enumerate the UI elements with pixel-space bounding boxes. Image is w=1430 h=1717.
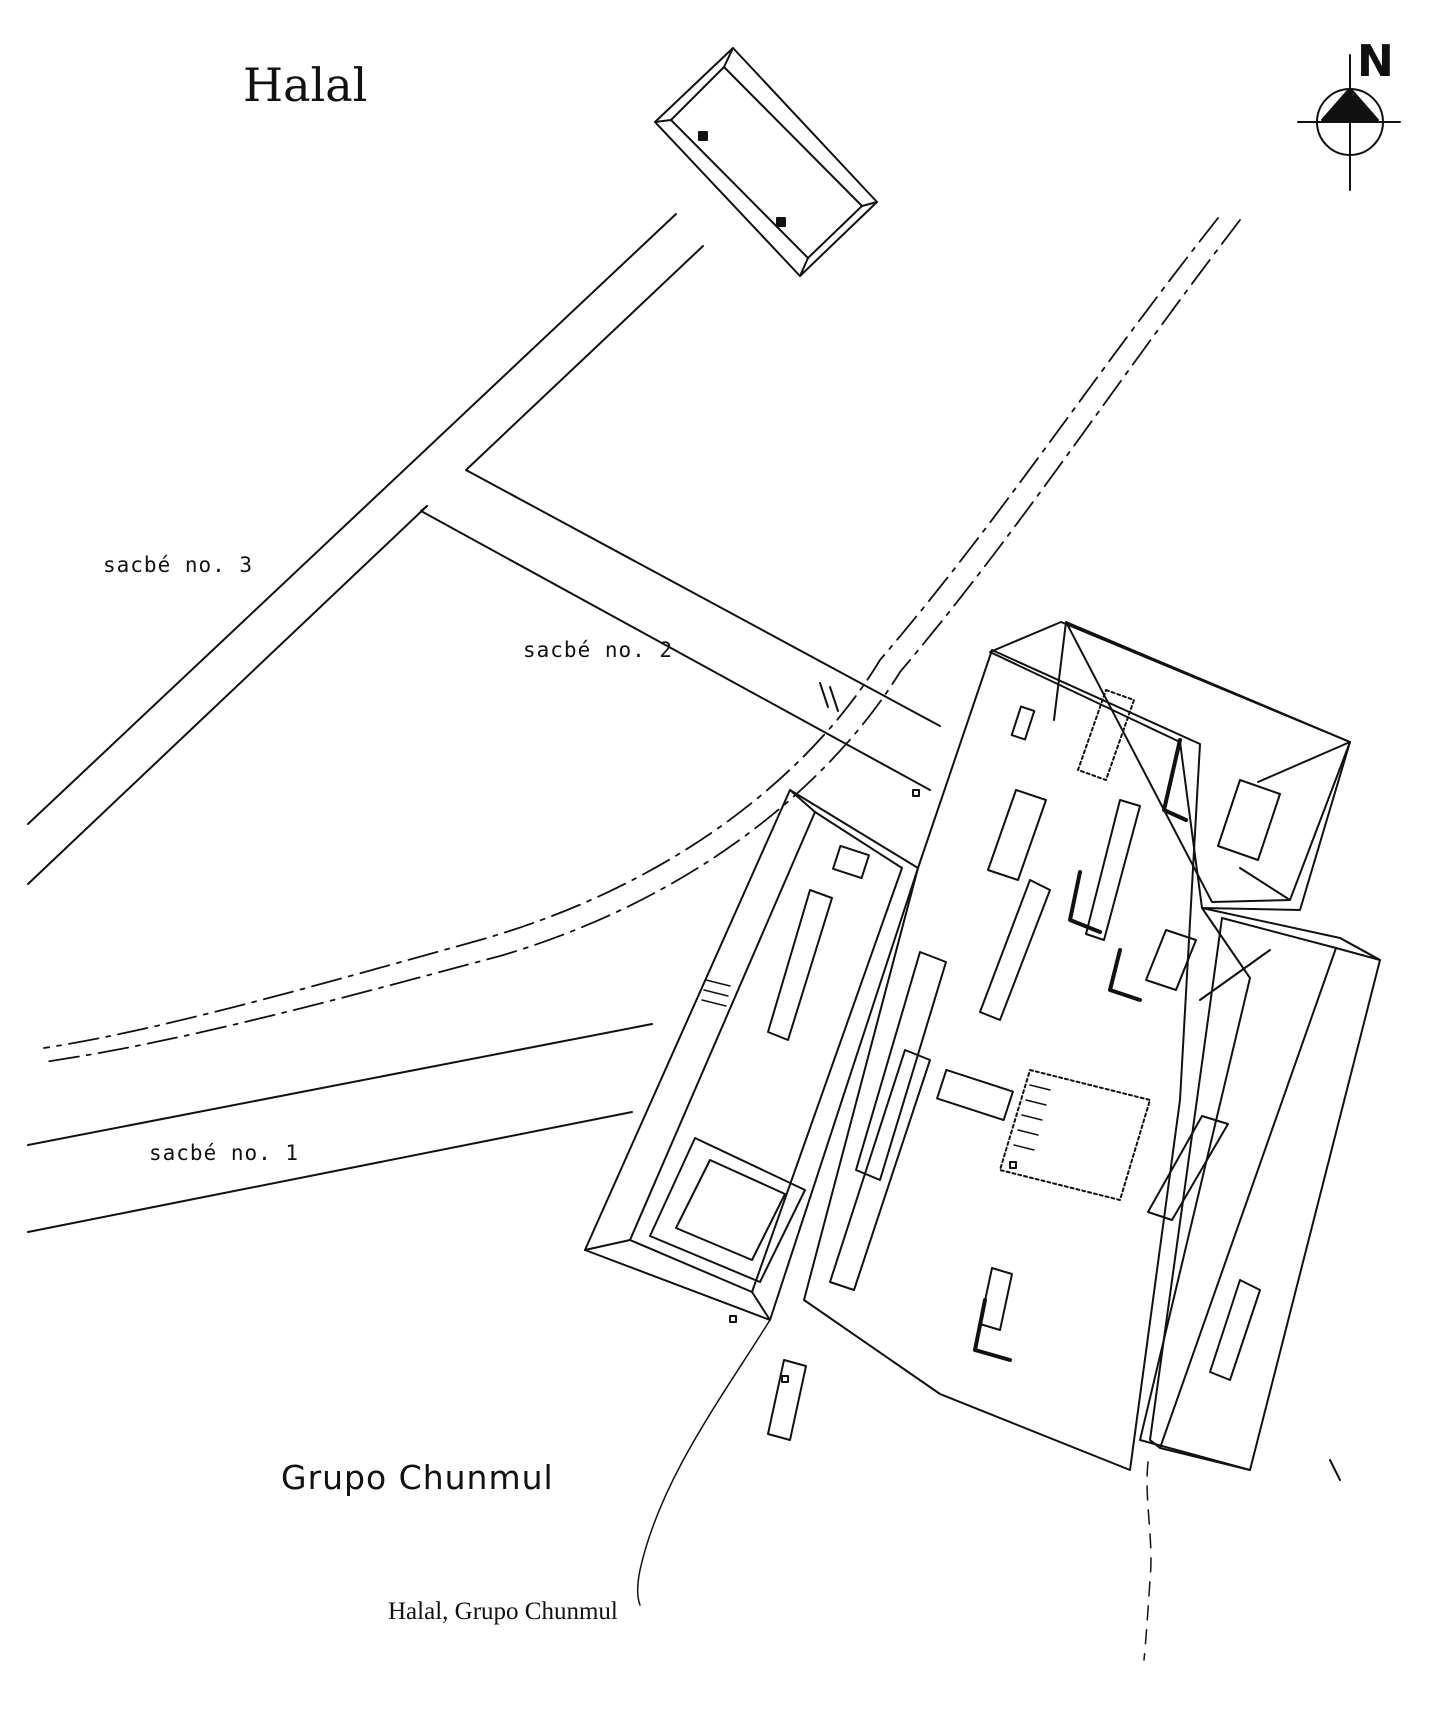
road-label-sacbe-3: sacbé no. 3 xyxy=(103,553,254,577)
sacbe-3 xyxy=(28,214,703,884)
site-title: Halal xyxy=(243,58,368,112)
group-label: Grupo Chunmul xyxy=(281,1458,554,1497)
chunmul-complex xyxy=(585,622,1380,1480)
figure-caption: Halal, Grupo Chunmul xyxy=(388,1598,618,1625)
south-paths xyxy=(638,1320,1151,1660)
north-structure xyxy=(655,48,877,276)
sacbe-1 xyxy=(28,1024,652,1232)
north-arrow-icon xyxy=(1298,55,1400,190)
north-label: N xyxy=(1357,36,1394,87)
road-label-sacbe-1: sacbé no. 1 xyxy=(149,1141,300,1165)
dashed-path xyxy=(44,218,1240,1062)
sacbe-2 xyxy=(421,470,940,790)
road-label-sacbe-2: sacbé no. 2 xyxy=(523,638,674,662)
